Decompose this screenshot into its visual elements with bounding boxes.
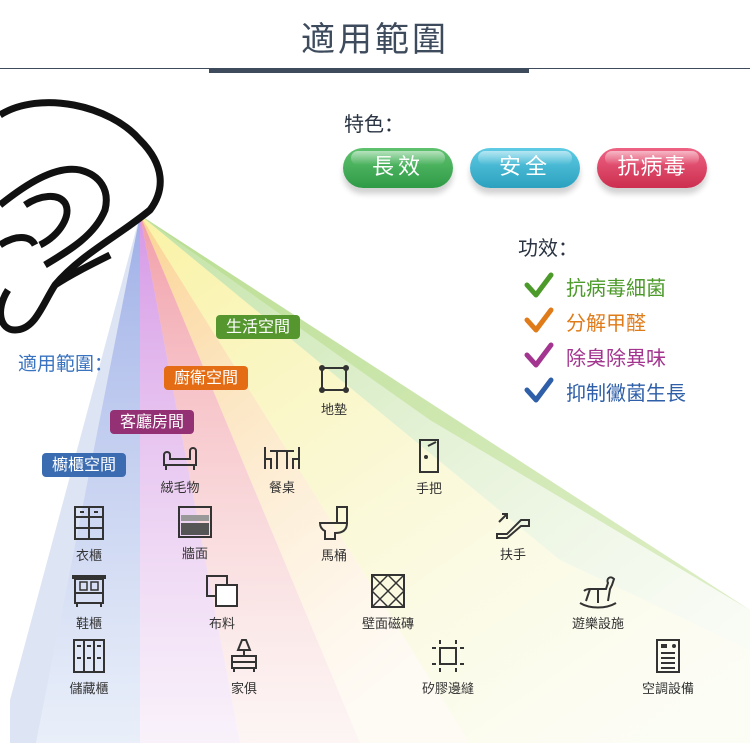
checkmark-icon <box>524 342 554 368</box>
dining-table-icon <box>264 447 300 469</box>
wardrobe-icon <box>74 506 104 540</box>
item-handle: 手把 <box>369 438 489 497</box>
item-toilet: 馬桶 <box>274 505 394 564</box>
storage-cabinet-icon <box>73 639 105 673</box>
item-caption: 遊樂設施 <box>571 617 624 632</box>
item-caption: 衣櫃 <box>75 549 102 564</box>
escalator-icon <box>496 513 530 539</box>
lamp-cabinet-icon <box>231 639 257 672</box>
feature-pill-label: 長效 <box>371 155 424 180</box>
item-caption: 馬桶 <box>320 549 347 564</box>
item-caption: 餐桌 <box>268 481 295 496</box>
item-caption: 手把 <box>415 482 442 497</box>
toilet-icon <box>318 506 349 540</box>
checkmark-icon <box>524 377 554 403</box>
item-ac-unit: 空調設備 <box>608 638 728 697</box>
item-caption: 空調設備 <box>641 682 694 697</box>
air-conditioner-icon <box>656 639 680 673</box>
item-floor-mat: 地墊 <box>274 363 394 418</box>
item-caption: 鞋櫃 <box>75 617 102 632</box>
effect-label: 除臭除異味 <box>566 346 666 370</box>
fabric-icon <box>206 575 238 607</box>
feature-pill-label: 安全 <box>498 155 551 180</box>
item-caption: 壁面磁磚 <box>361 617 414 632</box>
item-wall: 牆面 <box>135 505 255 562</box>
features-heading: 特色： <box>344 112 404 136</box>
feature-pill-antiviral: 抗病毒 <box>597 148 707 188</box>
category-tag-living-space: 生活空間 <box>216 315 301 339</box>
shoe-cabinet-icon <box>72 575 106 607</box>
item-wall-tiles: 壁面磁磚 <box>328 573 448 632</box>
page-title: 適用範圍 <box>301 20 449 60</box>
effect-label: 抑制黴菌生長 <box>566 381 686 405</box>
item-furniture: 家俱 <box>184 638 304 697</box>
item-storage-cabinet: 儲藏櫃 <box>29 638 149 697</box>
spray-bottle-illustration <box>0 99 164 334</box>
item-caption: 家俱 <box>230 682 257 697</box>
item-shoe-cabinet: 鞋櫃 <box>29 573 149 632</box>
item-caption: 地墊 <box>320 403 347 418</box>
effect-label: 分解甲醛 <box>566 311 646 335</box>
tiles-icon <box>371 574 405 608</box>
item-caption: 絨毛物 <box>160 481 200 496</box>
category-tag-living-room: 客廳房間 <box>110 410 195 434</box>
item-grout: 矽膠邊縫 <box>388 638 508 697</box>
sofa-icon <box>163 447 197 470</box>
item-wardrobe: 衣櫃 <box>29 505 149 564</box>
item-caption: 牆面 <box>181 547 208 562</box>
item-caption: 扶手 <box>499 548 526 563</box>
floor-mat-icon <box>319 365 349 393</box>
wall-icon <box>178 506 212 538</box>
door-handle-icon <box>419 439 439 473</box>
item-caption: 布料 <box>208 617 235 632</box>
feature-pill-long-lasting: 長效 <box>343 148 453 188</box>
checkmark-icon <box>524 307 554 333</box>
effects-heading: 功效： <box>518 236 578 260</box>
effect-label: 抗病毒細菌 <box>566 276 666 300</box>
category-tag-cabinet-space: 櫥櫃空間 <box>42 453 127 477</box>
feature-pill-label: 抗病毒 <box>617 155 687 180</box>
item-playground: 遊樂設施 <box>538 573 658 632</box>
grout-corner-icon <box>432 640 464 672</box>
scope-label: 適用範圍： <box>18 353 114 375</box>
checkmark-icon <box>524 272 554 298</box>
item-fabric: 布料 <box>162 573 282 632</box>
item-caption: 矽膠邊縫 <box>421 682 474 697</box>
rocking-horse-icon <box>579 576 617 609</box>
feature-pill-safe: 安全 <box>470 148 580 188</box>
item-velvet: 絨毛物 <box>120 443 240 496</box>
item-escalator: 扶手 <box>453 508 573 563</box>
item-caption: 儲藏櫃 <box>69 682 109 697</box>
title-underline-bar <box>209 68 529 73</box>
item-dining-table: 餐桌 <box>222 443 342 496</box>
category-tag-kitchen-bath: 廚衛空間 <box>164 366 249 390</box>
